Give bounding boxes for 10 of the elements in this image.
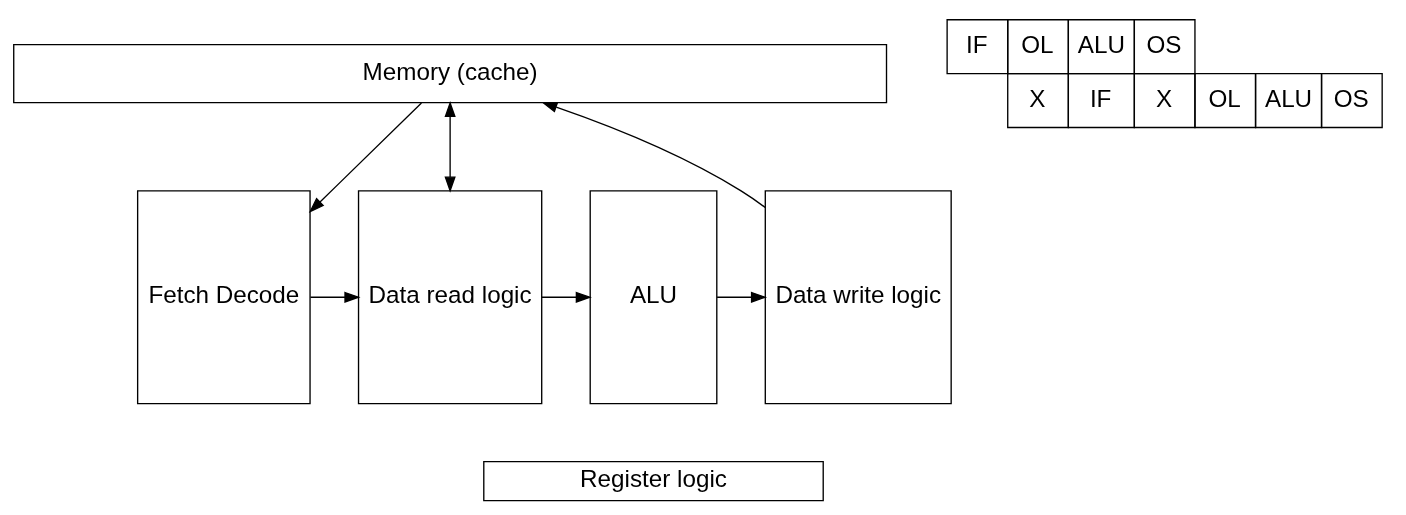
label: X: [1155, 84, 1173, 112]
label: ALU: [1264, 84, 1313, 112]
label: OL: [1021, 30, 1054, 58]
label: OS: [1333, 84, 1369, 112]
label: X: [1029, 84, 1046, 112]
label: IF: [1089, 84, 1112, 112]
label: IF: [965, 30, 988, 58]
label: OL: [1208, 84, 1241, 112]
label: OS: [1146, 30, 1182, 58]
label: ALU: [1077, 30, 1125, 58]
